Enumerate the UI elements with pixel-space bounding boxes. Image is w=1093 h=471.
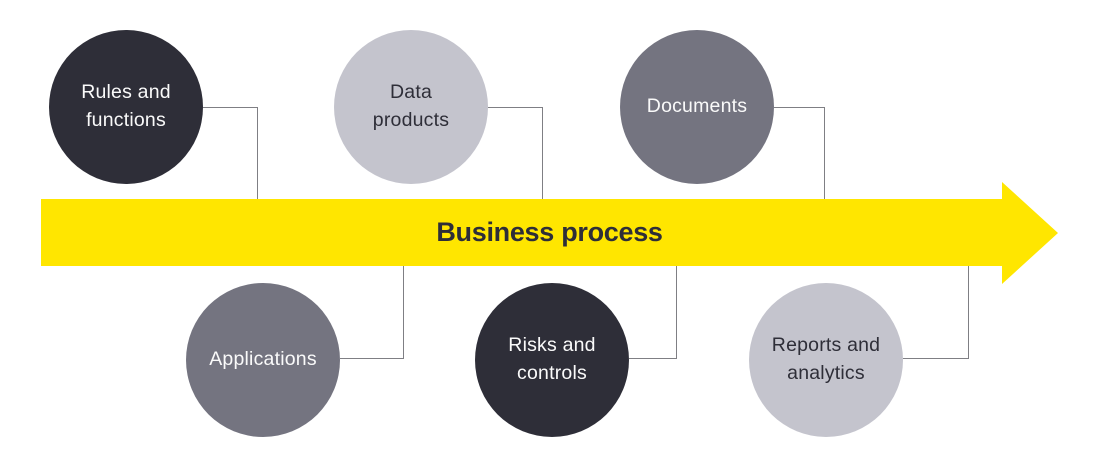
connector-reports-and-analytics: [903, 266, 969, 359]
connector-data-products: [488, 107, 543, 201]
node-documents: Documents: [620, 30, 774, 184]
connector-documents: [774, 107, 825, 201]
connector-applications: [340, 266, 404, 359]
node-rules-and-functions: Rules and functions: [49, 30, 203, 184]
connector-risks-and-controls: [629, 266, 677, 359]
arrow-label: Business process: [436, 217, 663, 247]
node-applications: Applications: [186, 283, 340, 437]
node-risks-and-controls: Risks and controls: [475, 283, 629, 437]
arrow-shape: [41, 182, 1058, 284]
node-reports-and-analytics: Reports and analytics: [749, 283, 903, 437]
connector-rules-and-functions: [203, 107, 258, 201]
node-data-products: Data products: [334, 30, 488, 184]
